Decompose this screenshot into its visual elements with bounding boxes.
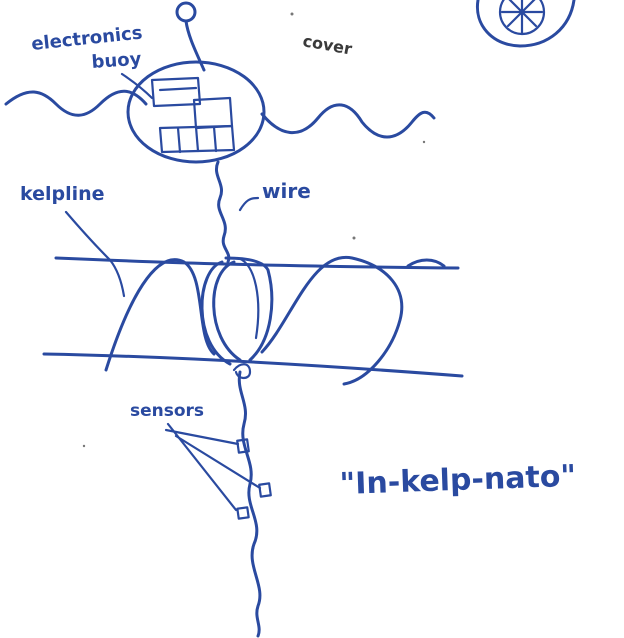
- kelp-clamp: [200, 256, 274, 366]
- sensor-3: [236, 506, 250, 520]
- cover-label: cover: [301, 31, 353, 58]
- electronics-buoy: [126, 60, 266, 164]
- kelpline-label: kelpline: [20, 183, 105, 205]
- wire-pointer: [238, 196, 260, 212]
- wire: [215, 160, 231, 264]
- kelp-helix-tail: [406, 258, 446, 268]
- kelpline-pointer: [64, 210, 126, 298]
- sensors-label: sensors: [130, 401, 204, 421]
- title-label: "In-kelp-nato": [339, 459, 577, 502]
- antenna-icon: [175, 1, 206, 72]
- sensor-pointers: [164, 422, 262, 512]
- kelpline-top: [54, 256, 460, 270]
- buoy-label-pointer: [120, 72, 154, 100]
- wire-label: wire: [262, 179, 311, 203]
- sensor-string: [232, 363, 262, 638]
- ocean-wave-right: [260, 103, 436, 139]
- sensor-2: [258, 482, 272, 498]
- kelp-helix: [104, 258, 216, 372]
- wheel-icon: [475, 0, 576, 48]
- board-specks: [82, 12, 426, 448]
- kelp-helix-right: [260, 255, 404, 386]
- ocean-wave: [4, 89, 148, 117]
- sensor-1: [236, 438, 250, 454]
- electronics-buoy-label-2: buoy: [91, 49, 142, 73]
- electronics-module: [150, 76, 236, 154]
